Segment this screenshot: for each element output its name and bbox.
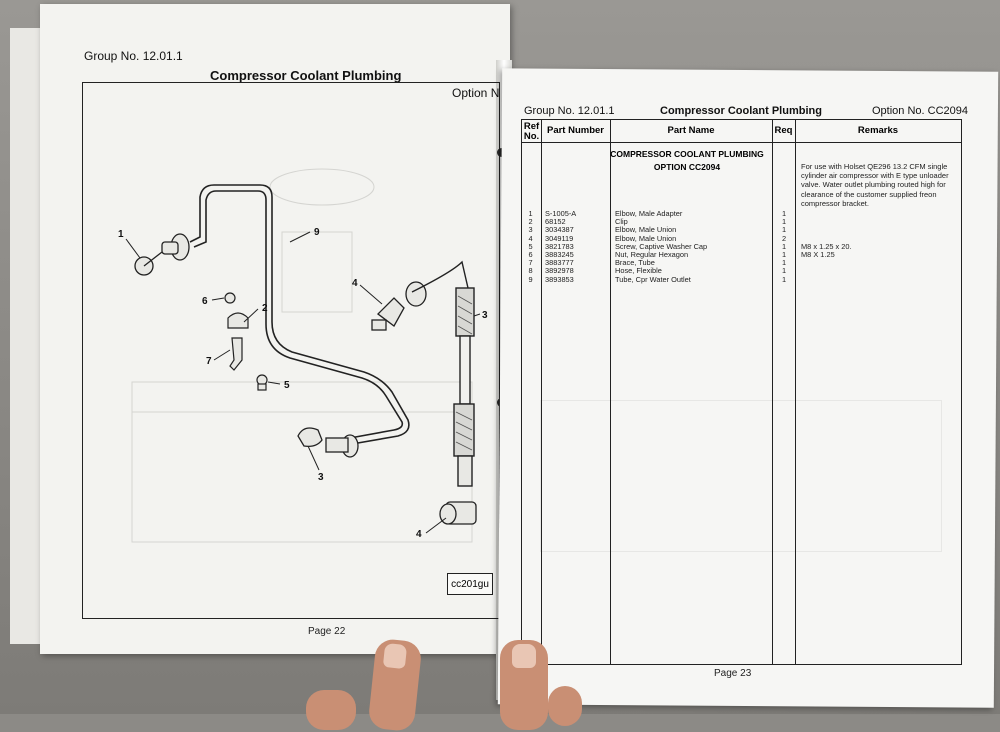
- part-number: S-1005-A: [545, 209, 577, 218]
- table-row: 2 68152 Clip 1: [522, 217, 961, 227]
- part-name: Screw, Captive Washer Cap: [615, 241, 708, 251]
- exploded-parts-diagram: 1 9 6 2 7 5 4 3 3 4: [118, 168, 488, 543]
- part-number: 3892978: [545, 266, 574, 276]
- table-row: 1 S-1005-A Elbow, Male Adapter 1: [522, 209, 961, 218]
- section-title: COMPRESSOR COOLANT PLUMBING: [610, 149, 764, 159]
- column-divider: [772, 120, 773, 664]
- col-header-part-name: Part Name: [667, 125, 715, 136]
- req-quantity: 1: [781, 258, 787, 268]
- req-quantity: 1: [781, 241, 787, 251]
- col-header-remarks: Remarks: [857, 125, 899, 136]
- finger: [548, 686, 582, 726]
- table-row: 5 3821783 Screw, Captive Washer Cap 1 M8…: [522, 241, 961, 251]
- right-group-label: Group No. 12.01.1: [524, 105, 615, 117]
- table-row: 3 3034387 Elbow, Male Union 1: [522, 226, 961, 234]
- header-divider: [522, 142, 961, 143]
- ref-number: 8: [528, 266, 533, 276]
- column-divider: [795, 120, 796, 664]
- thumbnail: [382, 642, 408, 670]
- col-header-ref: Ref No.: [522, 122, 541, 142]
- ref-number: 1: [528, 209, 533, 218]
- right-page-number: Page 23: [714, 668, 752, 679]
- finger: [306, 690, 356, 730]
- ref-number: 5: [528, 241, 533, 251]
- col-header-req: Req: [774, 125, 793, 136]
- column-divider: [610, 120, 611, 664]
- right-page-title: Compressor Coolant Plumbing: [660, 105, 822, 117]
- table-row: 6 3883245 Nut, Regular Hexagon 1 M8 X 1.…: [522, 250, 961, 259]
- right-option-label: Option No. CC2094: [872, 105, 968, 117]
- table-row: 9 3893853 Tube, Cpr Water Outlet 1: [522, 274, 961, 284]
- column-divider: [541, 120, 542, 664]
- callout-label: 9: [314, 227, 320, 238]
- part-name: Clip: [615, 217, 628, 227]
- ref-number: 4: [528, 233, 533, 243]
- part-name: Tube, Cpr Water Outlet: [615, 274, 691, 284]
- part-remarks: M8 x 1.25 x 20.: [801, 241, 852, 251]
- ref-number: 9: [528, 274, 533, 284]
- left-option-label: Option No. CC: [452, 86, 500, 100]
- part-remarks: M8 X 1.25: [801, 250, 835, 259]
- diagram-tag: cc201gu: [447, 573, 493, 595]
- callout-label: 3: [318, 472, 324, 483]
- bleed-through-shadow: [540, 400, 942, 552]
- req-quantity: 2: [781, 233, 787, 243]
- callout-label: 3: [482, 310, 488, 321]
- part-name: Elbow, Male Union: [615, 225, 677, 235]
- left-page: [40, 4, 510, 654]
- part-number: 3883245: [545, 250, 574, 259]
- part-name: Nut, Regular Hexagon: [615, 250, 689, 259]
- part-number: 3821783: [545, 241, 574, 251]
- part-number: 3049119: [545, 233, 574, 243]
- part-name: Hose, Flexible: [615, 266, 662, 276]
- req-quantity: 1: [781, 217, 787, 227]
- left-group-label: Group No. 12.01.1: [84, 49, 183, 63]
- ref-number: 6: [528, 250, 533, 259]
- part-name: Elbow, Male Adapter: [615, 209, 683, 218]
- part-name: Brace, Tube: [615, 258, 655, 268]
- section-remarks: For use with Holset QE296 13.2 CFM singl…: [801, 162, 949, 208]
- callout-label: 4: [416, 529, 422, 540]
- fingernail: [512, 644, 536, 668]
- callout-label: 1: [118, 229, 124, 240]
- left-page-title: Compressor Coolant Plumbing: [210, 68, 402, 83]
- table-row: 8 3892978 Hose, Flexible 1: [522, 267, 961, 275]
- callout-label: 6: [202, 296, 208, 307]
- part-name: Elbow, Male Union: [615, 233, 677, 243]
- callout-label: 2: [262, 303, 268, 314]
- req-quantity: 1: [781, 250, 787, 259]
- ref-number: 3: [528, 225, 533, 235]
- req-quantity: 1: [781, 209, 787, 218]
- col-header-ref-line2: No.: [523, 131, 540, 142]
- col-header-ref-line1: Ref: [523, 121, 540, 132]
- left-page-number: Page 22: [308, 626, 346, 637]
- table-row: 4 3049119 Elbow, Male Union 2: [522, 233, 961, 243]
- part-number: 68152: [545, 217, 566, 227]
- col-header-part-number: Part Number: [546, 125, 604, 136]
- callout-label: 4: [352, 278, 358, 289]
- section-option: OPTION CC2094: [653, 162, 721, 172]
- ref-number: 2: [528, 217, 533, 227]
- callout-label: 5: [284, 380, 290, 391]
- table-row: 7 3883777 Brace, Tube 1: [522, 258, 961, 268]
- ref-number: 7: [528, 258, 533, 268]
- req-quantity: 1: [781, 266, 787, 276]
- part-number: 3034387: [545, 225, 574, 235]
- req-quantity: 1: [781, 225, 787, 235]
- parts-table: Ref No. Part Number Part Name Req Remark…: [521, 119, 962, 665]
- part-number: 3893853: [545, 274, 574, 284]
- req-quantity: 1: [781, 274, 787, 284]
- part-number: 3883777: [545, 258, 574, 268]
- callout-label: 7: [206, 356, 212, 367]
